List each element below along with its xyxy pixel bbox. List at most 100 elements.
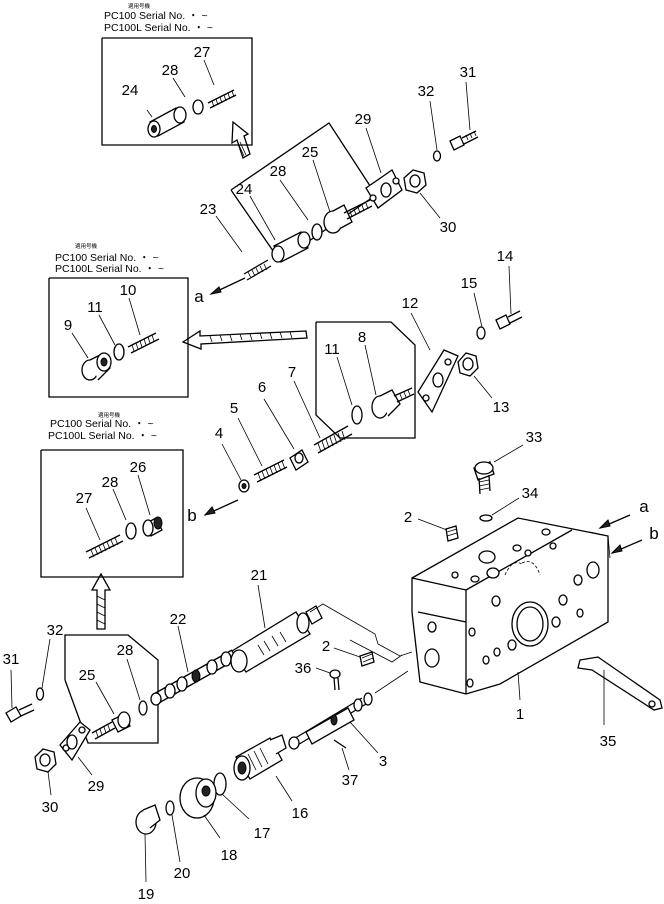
part-4-washer: 4 — [215, 425, 250, 493]
label-10: 10 — [120, 282, 137, 299]
part-5-spring: 5 — [230, 400, 288, 483]
label-27-inset-top: 27 — [194, 44, 211, 61]
label-19: 19 — [138, 886, 155, 903]
label-17: 17 — [254, 825, 271, 842]
part-20-label-group: 20 — [171, 814, 191, 882]
serial-line-mid-1: PC100 Serial No. ・ ~ — [55, 252, 159, 264]
label-30-top: 30 — [440, 219, 457, 236]
flow-arrow-b-right: b — [610, 524, 659, 554]
label-11-main: 11 — [324, 341, 340, 358]
part-28-oring — [192, 99, 204, 115]
label-7: 7 — [288, 364, 296, 381]
flow-label-b-left: b — [187, 506, 196, 525]
label-31-top: 31 — [460, 64, 477, 81]
serial-line-low-1: PC100 Serial No. ・ ~ — [50, 418, 154, 430]
flow-label-a-left: a — [194, 287, 204, 306]
part-7-spring: 7 — [288, 364, 353, 454]
part-25-plug-lower — [91, 711, 131, 740]
part-13-nut: 13 — [457, 352, 510, 416]
label-9: 9 — [64, 317, 72, 334]
flow-arrow-b-left: b — [187, 499, 239, 525]
group-frame-25-lower: 25 28 — [64, 634, 159, 744]
part-14-bolt: 14 — [495, 248, 523, 330]
part-29-flange-lower: 29 — [59, 721, 105, 795]
part-37-pin: 37 — [333, 739, 358, 789]
part-31-bolt-top: 31 — [449, 64, 479, 151]
part-11-oring-inset — [113, 343, 125, 361]
serial-line-top-1: PC100 Serial No. ・ ~ — [104, 10, 208, 22]
part-28-oring-lower — [138, 700, 148, 716]
label-6: 6 — [258, 379, 266, 396]
label-28-low: 28 — [102, 474, 119, 491]
assembly-lines — [309, 603, 413, 694]
label-16: 16 — [292, 805, 309, 822]
part-26-sleeve — [142, 516, 163, 537]
label-22: 22 — [170, 611, 187, 628]
part-2-plug-top: 2 — [404, 509, 459, 542]
part-19-plug: 19 — [135, 804, 161, 903]
flow-arrow-a-right: a — [598, 497, 649, 529]
part-1-valve-body: 1 — [411, 517, 611, 723]
part-25-plug-main — [323, 199, 373, 234]
serial-line-top-2: PC100L Serial No. ・ ~ — [104, 22, 213, 34]
part-24-sleeve — [147, 106, 187, 138]
label-32-lower: 32 — [47, 622, 64, 639]
label-20: 20 — [174, 865, 191, 882]
part-33-plug: 33 — [473, 429, 543, 495]
label-36: 36 — [295, 660, 312, 677]
label-28-inset-top: 28 — [162, 62, 179, 79]
part-8-plug — [371, 387, 415, 419]
label-33: 33 — [526, 429, 543, 446]
label-4: 4 — [215, 425, 223, 442]
part-2-plug-lower: 2 — [322, 638, 375, 667]
label-1: 1 — [516, 706, 524, 723]
label-29-top: 29 — [355, 111, 372, 128]
label-30-lower: 30 — [42, 799, 59, 816]
label-13: 13 — [493, 399, 510, 416]
part-35-lever: 35 — [577, 656, 663, 750]
part-28-oring-low — [125, 522, 137, 540]
label-27-low: 27 — [76, 490, 93, 507]
serial-line-mid-2: PC100L Serial No. ・ ~ — [55, 263, 164, 275]
label-8: 8 — [358, 329, 366, 346]
part-21-spool: 21 — [230, 567, 323, 673]
part-17-label-group: 17 — [221, 793, 271, 842]
label-21: 21 — [251, 567, 268, 584]
label-34: 34 — [522, 485, 539, 502]
serial-tag-top: 適用号機 — [128, 2, 151, 10]
label-15: 15 — [461, 275, 478, 292]
part-31-bolt-lower: 31 — [3, 651, 35, 723]
label-2-lower: 2 — [322, 638, 330, 655]
label-32-top: 32 — [418, 83, 435, 100]
part-27-spring-low — [85, 534, 124, 559]
part-27-spring — [207, 89, 237, 109]
group-frame-25: 23 24 28 25 — [200, 122, 377, 281]
label-28-main: 28 — [270, 163, 287, 180]
label-12: 12 — [402, 295, 419, 312]
label-24-main: 24 — [236, 181, 253, 198]
hollow-arrow-lower — [90, 572, 112, 630]
flow-arrow-a-upper: a — [194, 277, 246, 306]
serial-line-low-2: PC100L Serial No. ・ ~ — [48, 430, 157, 442]
part-23-spring — [243, 259, 272, 281]
label-18: 18 — [221, 847, 238, 864]
part-28-oring-main — [311, 223, 323, 241]
serial-tag-low: 適用号機 — [98, 411, 121, 419]
part-36-screw: 36 — [295, 660, 341, 691]
part-6-seat: 6 — [258, 379, 309, 471]
label-25-main: 25 — [302, 144, 319, 161]
label-5: 5 — [230, 400, 238, 417]
label-14: 14 — [497, 248, 514, 265]
part-22-spool: 22 — [150, 611, 238, 706]
part-20-washer — [165, 800, 175, 816]
group-frame-8: 11 8 — [315, 321, 416, 439]
label-29-lower: 29 — [88, 778, 105, 795]
label-23: 23 — [200, 201, 217, 218]
part-29-flange-top: 29 — [355, 111, 403, 209]
label-26: 26 — [130, 459, 147, 476]
inset-box-lower: 適用号機 PC100 Serial No. ・ ~ PC100L Serial … — [40, 411, 184, 578]
label-11-inset: 11 — [87, 299, 103, 316]
flow-label-b-right: b — [649, 524, 658, 543]
serial-tag-mid: 適用号機 — [75, 242, 98, 250]
